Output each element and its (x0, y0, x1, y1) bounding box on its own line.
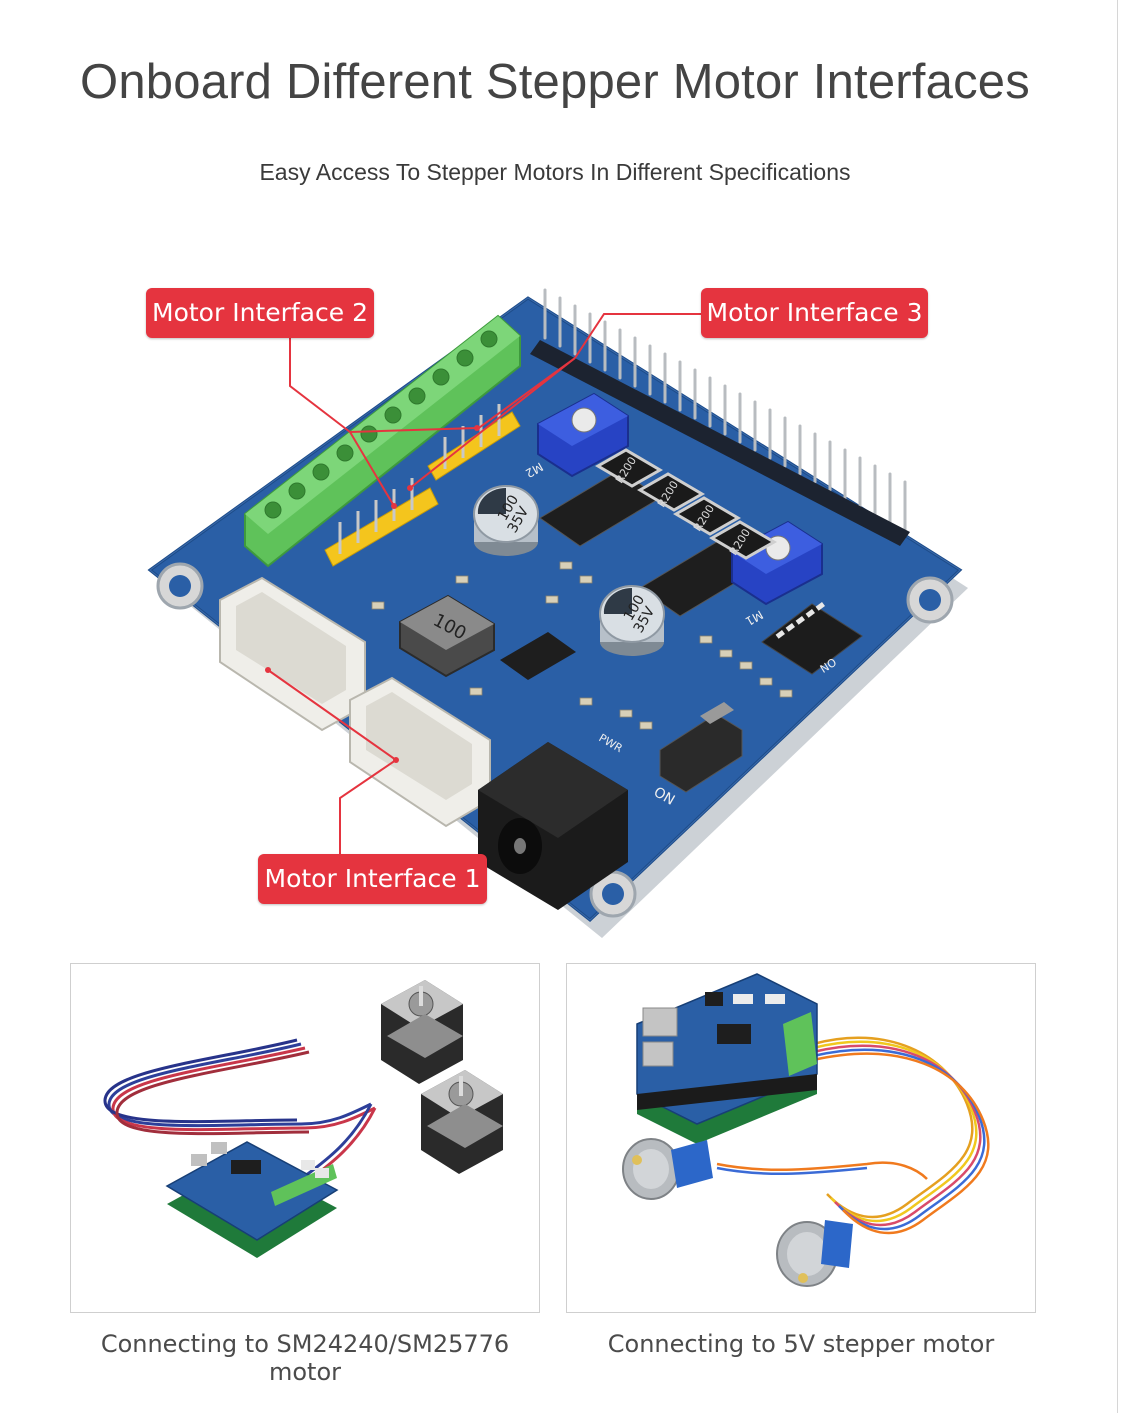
page-scrollbar-edge[interactable] (1117, 0, 1118, 1413)
dip-switch: ON (761, 601, 863, 675)
page-title: Onboard Different Stepper Motor Interfac… (80, 55, 1030, 109)
dc-power-jack (478, 742, 628, 910)
caption-5v-stepper: Connecting to 5V stepper motor (607, 1330, 995, 1358)
callout-leader-lines (267, 313, 702, 856)
small-stepper-motor-1 (622, 1138, 713, 1200)
board-image: 100 100 35V 100 35V (147, 288, 968, 938)
photo-sm24240-image (103, 980, 503, 1258)
page-subtitle: Easy Access To Stepper Motors In Differe… (259, 159, 851, 185)
photo-5v-image (622, 973, 990, 1287)
screw-terminal-block (244, 314, 521, 568)
stepper-motor-1 (381, 980, 463, 1084)
callout-motor-interface-1: Motor Interface 1 (258, 854, 487, 904)
inductor: 100 (399, 594, 495, 678)
pin-header-yellow (324, 404, 521, 567)
callout-motor-interface-3: Motor Interface 3 (701, 288, 928, 338)
caption-sm24240: Connecting to SM24240/SM25776 motor (100, 1330, 510, 1386)
capacitor-2: 100 35V (599, 585, 665, 656)
gpio-header (543, 288, 907, 532)
capacitor-1: 100 35V (473, 485, 539, 556)
mounting-holes (156, 562, 954, 918)
small-stepper-motor-2 (776, 1220, 853, 1287)
photo-sm24240-connection (70, 963, 540, 1313)
current-sense-resistors: R200 R200 R200 R200 (595, 448, 777, 560)
photo-5v-connection (566, 963, 1036, 1313)
callout-motor-interface-2: Motor Interface 2 (146, 288, 374, 338)
potentiometer-1 (537, 392, 629, 478)
driver-chips (500, 469, 761, 680)
stepper-motor-2 (421, 1070, 503, 1174)
hat-on-pi-stack (165, 1141, 339, 1258)
hat-on-pi-stack-2 (636, 973, 818, 1144)
board-illustration: 100 100 35V 100 35V (0, 270, 1121, 950)
